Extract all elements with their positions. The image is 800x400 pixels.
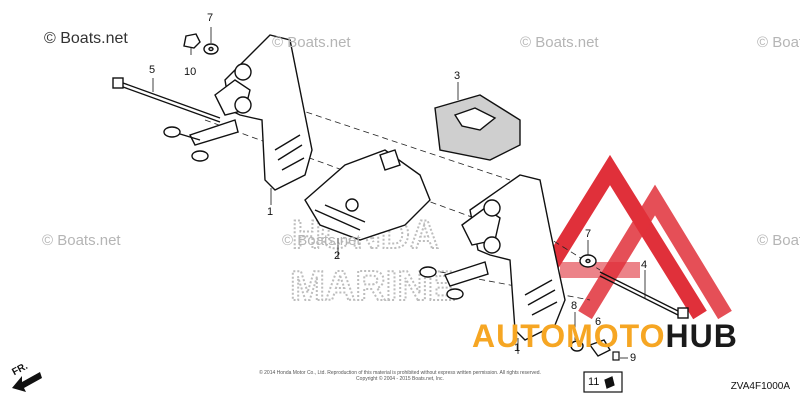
callout-11: 11: [588, 376, 600, 388]
bolt-part-5: [112, 77, 221, 123]
part-11-box: [583, 371, 623, 393]
washer-part-7-top: [203, 43, 219, 55]
callout-5: 5: [149, 64, 156, 76]
brand-part-hub: HUB: [665, 318, 738, 354]
watermark: © Boats.net: [757, 34, 800, 51]
callout-3: 3: [454, 70, 461, 82]
callout-4: 4: [641, 259, 648, 271]
clip-part-9: [612, 351, 620, 361]
callout-8: 8: [571, 300, 578, 312]
callout-6: 6: [595, 316, 602, 328]
washer-part-7-right: [579, 254, 597, 268]
callout-1: 1: [267, 206, 274, 218]
legal-text: © 2014 Honda Motor Co., Ltd. Reproductio…: [259, 370, 541, 376]
rubber-mount-part-3: [434, 94, 521, 161]
watermark: © Boats.net: [282, 232, 361, 249]
watermark: © Boats.net: [520, 34, 599, 51]
nut-part-10: [183, 33, 201, 49]
brand-part-auto: AUTO: [472, 318, 567, 354]
automotohub-wordmark: AUTOMOTOHUB: [472, 318, 738, 355]
watermark: © Boats.net: [44, 30, 128, 47]
watermark: © Boats.net: [272, 34, 351, 51]
leader-lines: [152, 27, 646, 359]
collar-part-8: [570, 340, 584, 352]
right-stern-bracket: [461, 174, 566, 341]
callout-2: 2: [334, 250, 341, 262]
front-direction-arrow: [12, 372, 42, 392]
callout-1: 1: [514, 342, 521, 354]
legal-notice: © 2014 Honda Motor Co., Ltd. Reproductio…: [210, 370, 590, 382]
left-stern-bracket: [214, 34, 313, 191]
left-clamp-screw: [163, 119, 239, 162]
right-clamp-screw: [419, 261, 489, 300]
diagram-code: ZVA4F1000A: [730, 381, 790, 392]
callout-9: 9: [630, 352, 637, 364]
brand-part-moto: MOTO: [566, 318, 666, 354]
copyright-text: Copyright © 2004 - 2015 Boats.net, Inc.: [356, 376, 444, 382]
callout-7: 7: [207, 12, 214, 24]
watermark: © Boats.net: [42, 232, 121, 249]
bolt-part-4: [599, 271, 689, 319]
swivel-case-part-2: [304, 149, 431, 241]
grommet-part-6: [588, 339, 611, 357]
callout-7: 7: [585, 228, 592, 240]
watermark: © Boats.net: [757, 232, 800, 249]
callout-10: 10: [184, 66, 197, 78]
